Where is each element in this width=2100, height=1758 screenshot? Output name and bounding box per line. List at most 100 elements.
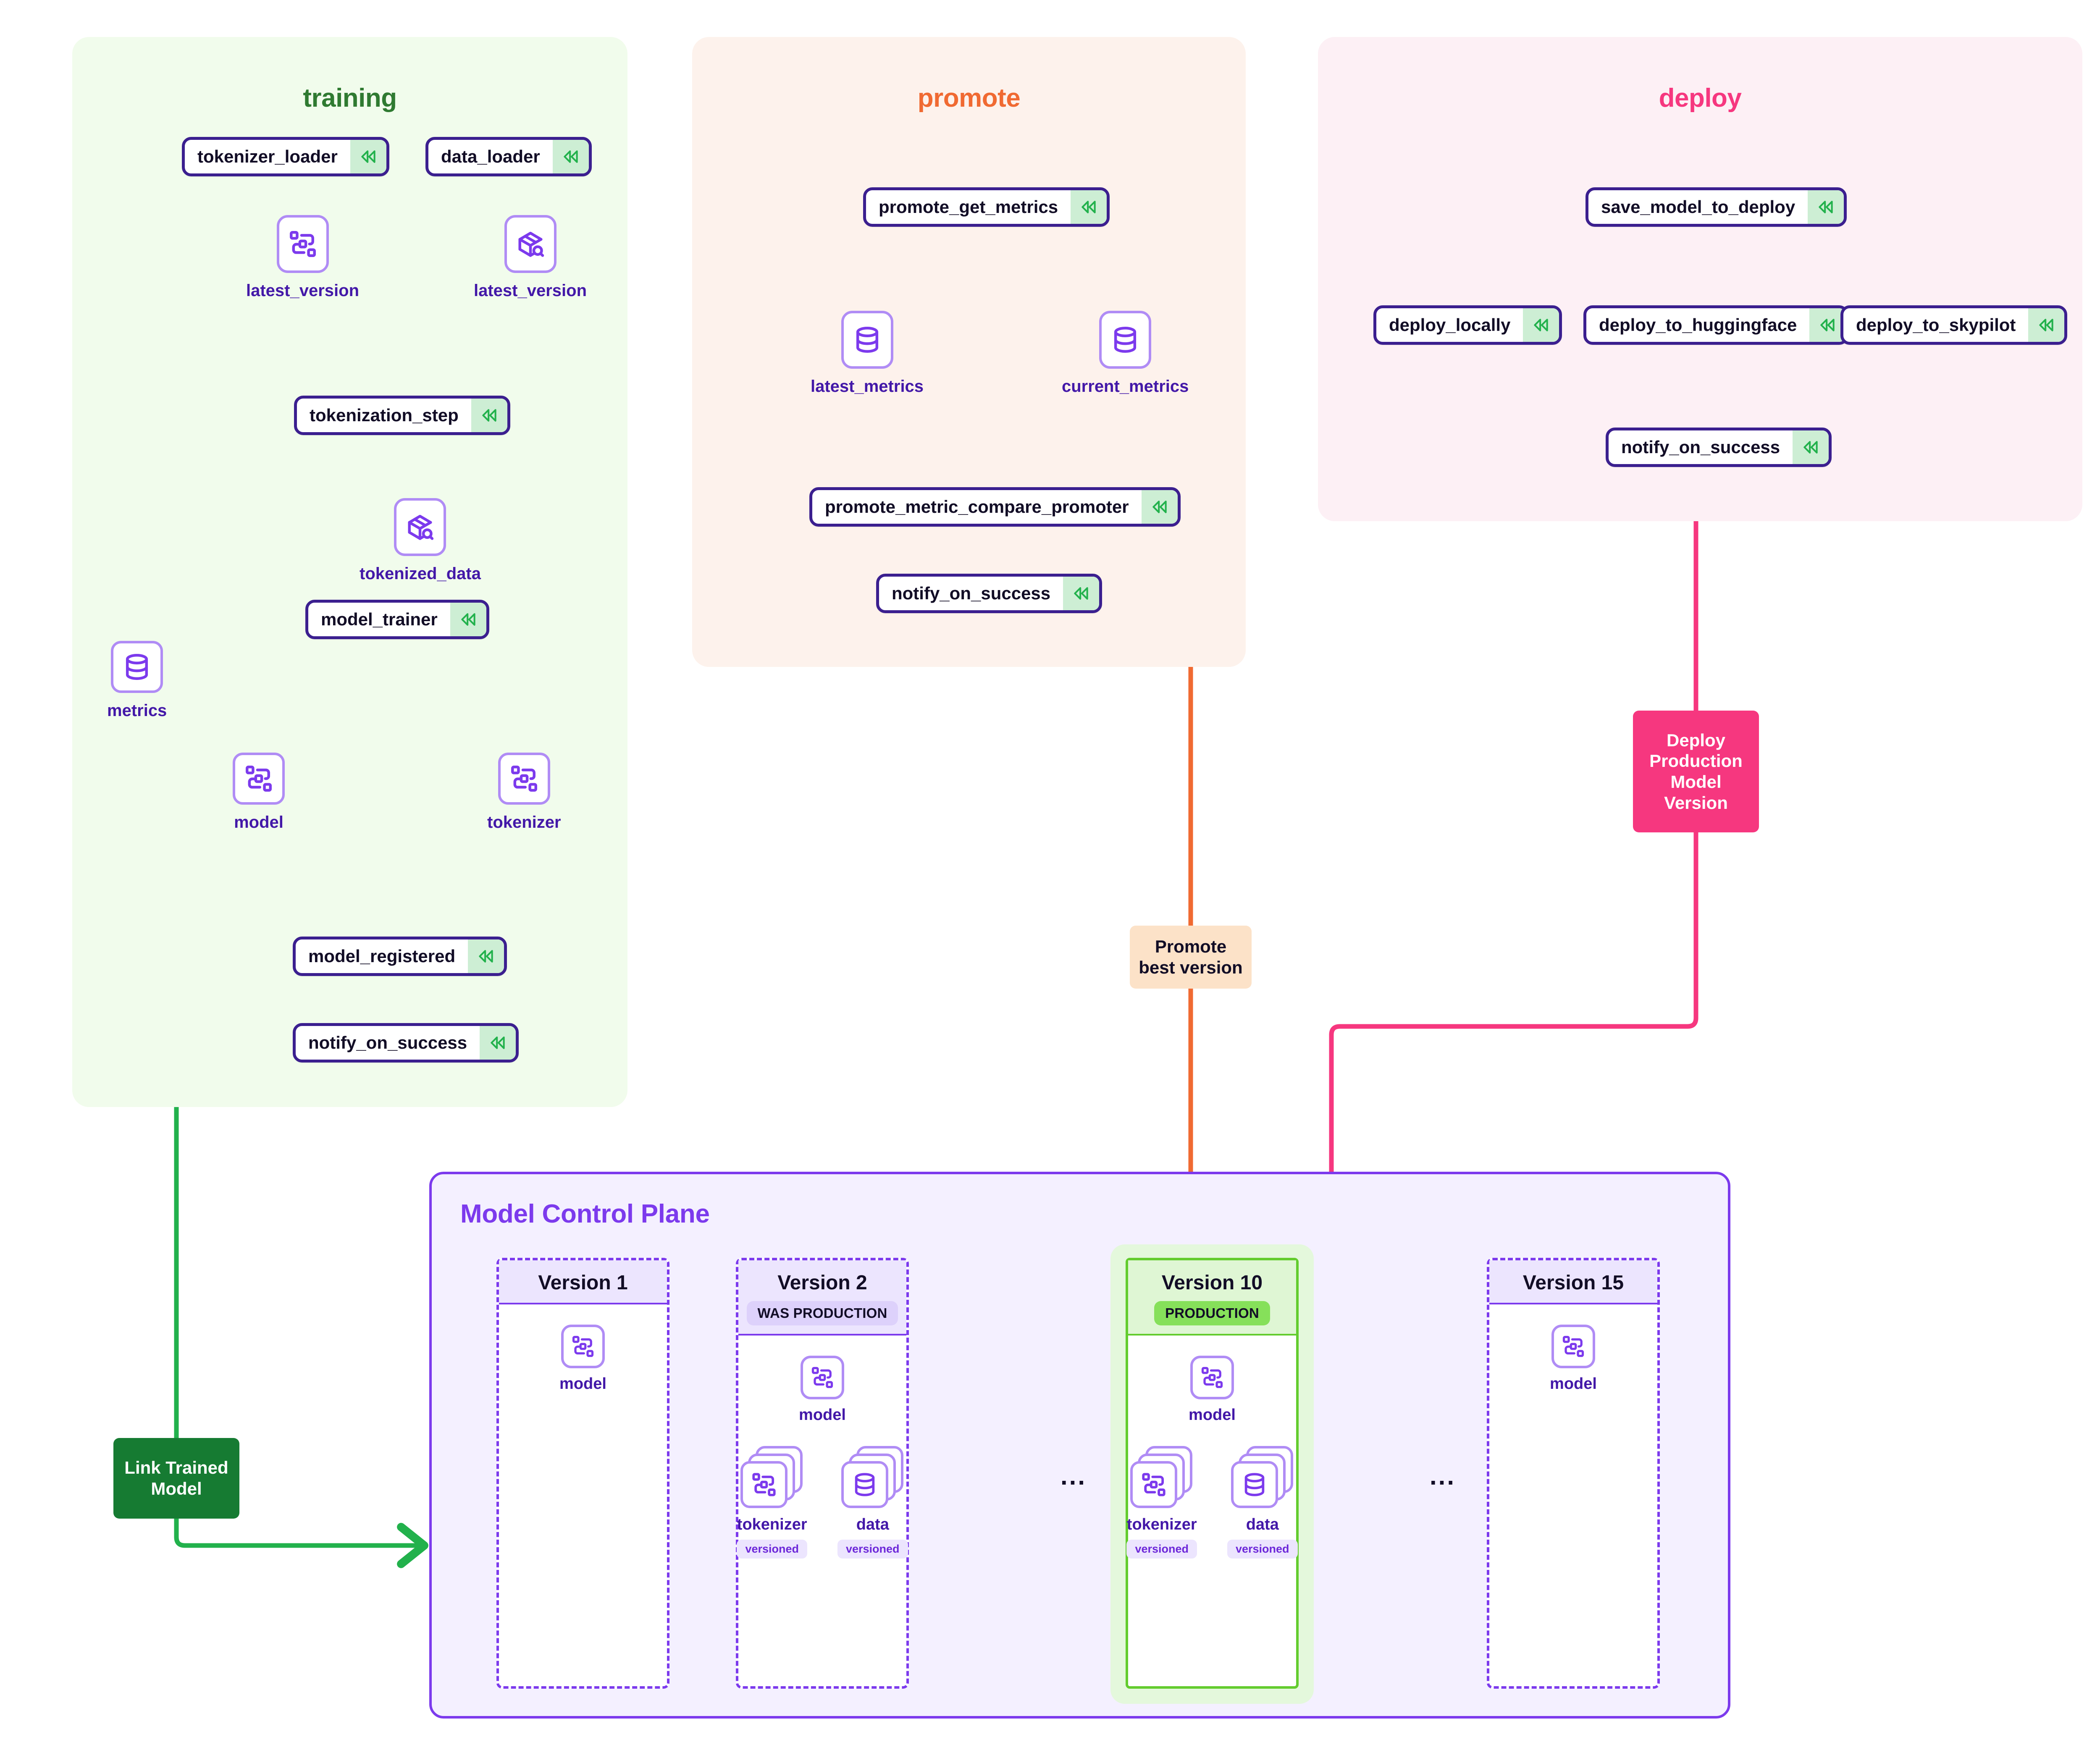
rewind-icon[interactable]	[1793, 430, 1829, 464]
artifact-label: tokenizer	[487, 813, 561, 832]
step-promote-notify-on-success[interactable]: notify_on_success	[876, 574, 1102, 613]
step-deploy-to-huggingface[interactable]: deploy_to_huggingface	[1583, 305, 1849, 345]
step-save-model-to-deploy[interactable]: save_model_to_deploy	[1586, 187, 1847, 227]
slot-label: data	[856, 1516, 889, 1533]
step-label: promote_metric_compare_promoter	[825, 497, 1129, 517]
step-data-loader[interactable]: data_loader	[425, 137, 592, 176]
panel-title-training: training	[303, 84, 397, 113]
step-label: deploy_locally	[1389, 315, 1511, 335]
model-icon	[498, 753, 550, 805]
step-tokenization-step[interactable]: tokenization_step	[294, 396, 510, 435]
slot-model[interactable]: model	[1189, 1356, 1236, 1424]
rewind-icon[interactable]	[1523, 308, 1559, 342]
artifact-label: metrics	[107, 701, 167, 720]
artifact-model[interactable]: model	[233, 753, 285, 832]
model-icon	[1551, 1325, 1595, 1368]
step-promote-get-metrics[interactable]: promote_get_metrics	[863, 187, 1110, 227]
step-training-notify-on-success[interactable]: notify_on_success	[293, 1023, 519, 1063]
artifact-tokenized-data[interactable]: tokenized_data	[360, 498, 481, 583]
model-icon	[276, 215, 329, 273]
step-model-trainer[interactable]: model_trainer	[305, 600, 489, 639]
slot-label: model	[1550, 1375, 1597, 1393]
version-card-header: Version 1	[499, 1260, 667, 1304]
version-title: Version 15	[1522, 1272, 1624, 1294]
step-deploy-to-skypilot[interactable]: deploy_to_skypilot	[1840, 305, 2068, 345]
connector-label-promote-best-version: Promote best version	[1130, 926, 1252, 989]
version-card-header: Version 15	[1489, 1260, 1657, 1304]
ellipsis-right: ...	[1430, 1462, 1456, 1490]
rewind-icon[interactable]	[350, 140, 386, 173]
stacked-artifact	[1231, 1446, 1294, 1509]
artifact-latest-metrics[interactable]: latest_metrics	[811, 311, 924, 396]
rewind-icon[interactable]	[480, 1026, 516, 1060]
slot-data[interactable]: data versioned	[1227, 1446, 1298, 1559]
step-deploy-locally[interactable]: deploy_locally	[1373, 305, 1562, 345]
database-icon	[1231, 1461, 1278, 1508]
stacked-artifact	[841, 1446, 904, 1509]
step-deploy-notify-on-success[interactable]: notify_on_success	[1606, 428, 1832, 467]
version-title: Version 10	[1161, 1272, 1263, 1294]
slot-tokenizer[interactable]: tokenizer versioned	[737, 1446, 807, 1559]
model-version-card-1[interactable]: Version 1 model	[496, 1258, 669, 1689]
version-card-body: model	[499, 1304, 667, 1686]
rewind-icon[interactable]	[1063, 577, 1100, 610]
rewind-icon[interactable]	[552, 140, 589, 173]
artifact-label: latest_version	[246, 281, 360, 300]
step-label: model_registered	[308, 946, 456, 966]
step-label: model_trainer	[321, 609, 438, 629]
model-version-card-2[interactable]: Version 2 WAS PRODUCTION model	[736, 1258, 909, 1689]
step-label: notify_on_success	[308, 1033, 467, 1052]
status-badge: PRODUCTION	[1154, 1301, 1270, 1325]
version-card-header: Version 10 PRODUCTION	[1128, 1260, 1296, 1336]
artifact-metrics[interactable]: metrics	[107, 641, 167, 720]
status-badge: WAS PRODUCTION	[746, 1301, 898, 1325]
rewind-icon[interactable]	[450, 603, 486, 636]
connector-label-deploy-production-model-version: Deploy Production Model Version	[1633, 711, 1759, 832]
model-control-plane-title: Model Control Plane	[460, 1199, 710, 1228]
rewind-icon[interactable]	[1141, 490, 1178, 524]
package-search-icon	[394, 498, 446, 556]
step-model-registered[interactable]: model_registered	[293, 937, 507, 976]
slot-tokenizer[interactable]: tokenizer versioned	[1126, 1446, 1197, 1559]
version-title: Version 1	[538, 1272, 628, 1294]
artifact-tokenizer[interactable]: tokenizer	[487, 753, 561, 832]
rewind-icon[interactable]	[471, 399, 507, 432]
artifact-label: latest_version	[474, 281, 587, 300]
rewind-icon[interactable]	[1071, 190, 1107, 224]
artifact-label: current_metrics	[1062, 377, 1189, 396]
step-label: notify_on_success	[892, 583, 1051, 603]
step-promote-metric-compare-promoter[interactable]: promote_metric_compare_promoter	[809, 487, 1181, 527]
step-label: notify_on_success	[1621, 437, 1780, 457]
model-version-card-15[interactable]: Version 15 model	[1487, 1258, 1660, 1689]
slot-row: tokenizer versioned	[1126, 1446, 1298, 1559]
slot-model[interactable]: model	[1550, 1325, 1597, 1393]
artifact-label: latest_metrics	[811, 377, 924, 396]
panel-title-deploy: deploy	[1659, 84, 1742, 113]
versioned-tag: versioned	[1227, 1540, 1298, 1559]
rewind-icon[interactable]	[468, 939, 504, 973]
slot-model[interactable]: model	[799, 1356, 846, 1424]
rewind-icon[interactable]	[1809, 308, 1846, 342]
rewind-icon[interactable]	[1808, 190, 1844, 224]
slot-label: data	[1246, 1516, 1279, 1533]
model-icon	[233, 753, 285, 805]
versioned-tag: versioned	[1126, 1540, 1197, 1559]
version-card-header: Version 2 WAS PRODUCTION	[738, 1260, 906, 1336]
rewind-icon[interactable]	[2028, 308, 2065, 342]
slot-label: model	[1189, 1406, 1236, 1424]
slot-data[interactable]: data versioned	[837, 1446, 908, 1559]
panel-title-promote: promote	[917, 84, 1021, 113]
step-label: deploy_to_skypilot	[1856, 315, 2016, 335]
slot-label: tokenizer	[1126, 1516, 1197, 1533]
artifact-current-metrics[interactable]: current_metrics	[1062, 311, 1189, 396]
model-version-card-10[interactable]: Version 10 PRODUCTION model	[1126, 1258, 1299, 1689]
artifact-latest-version-tokenizer[interactable]: latest_version	[246, 215, 359, 300]
database-icon	[1099, 311, 1152, 369]
step-label: tokenization_step	[310, 405, 459, 425]
step-label: promote_get_metrics	[879, 197, 1058, 217]
step-tokenizer-loader[interactable]: tokenizer_loader	[182, 137, 389, 176]
slot-model[interactable]: model	[559, 1325, 606, 1393]
artifact-latest-version-data[interactable]: latest_version	[474, 215, 587, 300]
model-icon	[561, 1325, 605, 1368]
model-icon	[1190, 1356, 1234, 1399]
